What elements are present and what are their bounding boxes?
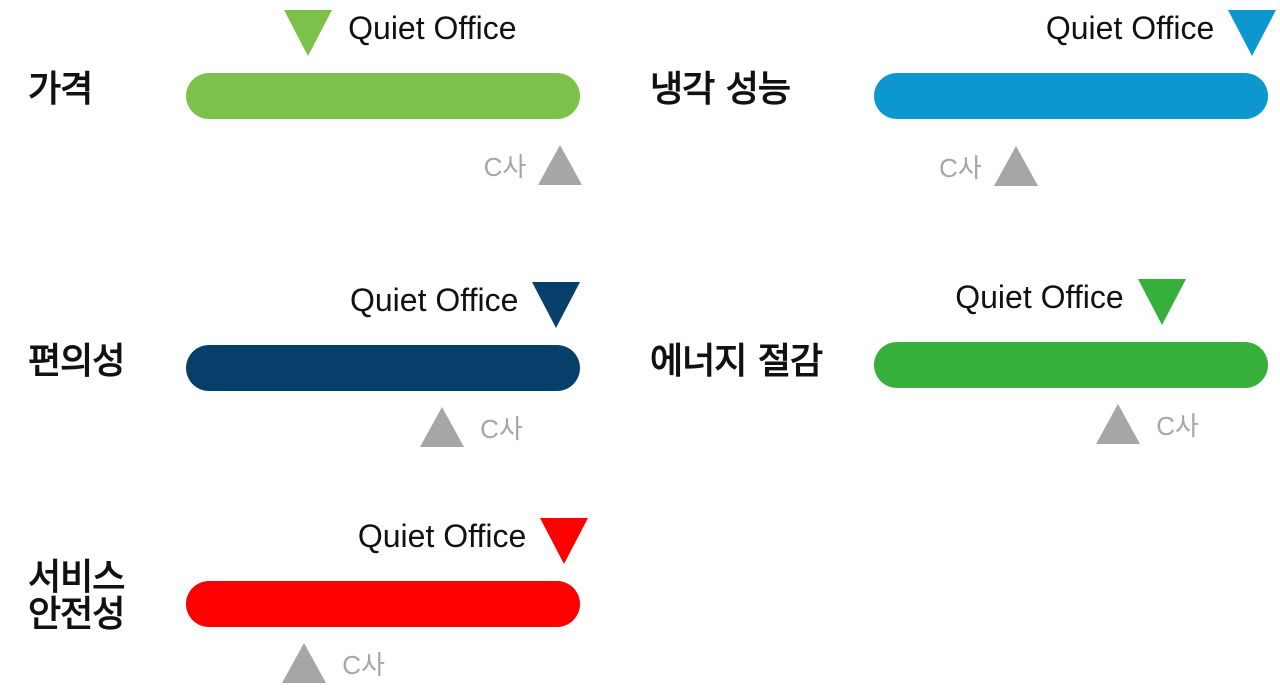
bar-service <box>186 581 580 627</box>
bar-price <box>186 73 580 119</box>
quiet-office-marker-service <box>540 518 589 564</box>
competitor-label-energy: C사 <box>1156 411 1199 441</box>
quiet-office-marker-convenience <box>532 282 581 328</box>
competitor-marker-convenience <box>420 407 465 447</box>
quiet-office-label-service: Quiet Office <box>357 518 527 554</box>
competitor-label-service: C사 <box>342 650 385 680</box>
bar-cooling <box>874 73 1268 119</box>
bar-energy <box>874 342 1268 388</box>
bar-convenience <box>186 345 580 391</box>
quiet-office-label-price: Quiet Office <box>348 10 517 46</box>
category-label-convenience: 편의성 <box>28 341 125 382</box>
competitor-marker-cooling <box>993 146 1038 186</box>
quiet-office-marker-price <box>284 10 333 56</box>
competitor-label-convenience: C사 <box>480 414 523 444</box>
category-label-energy: 에너지 절감 <box>650 341 823 382</box>
quiet-office-label-convenience: Quiet Office <box>349 282 519 318</box>
category-label-cooling: 냉각 성능 <box>650 69 791 110</box>
quiet-office-marker-cooling <box>1228 10 1277 56</box>
competitor-label-cooling: C사 <box>939 153 982 183</box>
quiet-office-marker-energy <box>1137 279 1186 325</box>
competitor-marker-energy <box>1096 404 1141 444</box>
competitor-label-price: C사 <box>483 152 527 182</box>
quiet-office-label-cooling: Quiet Office <box>1045 10 1215 46</box>
category-label-service: 서비스 안전성 <box>28 557 125 635</box>
competitor-marker-price <box>538 145 583 185</box>
competitor-marker-service <box>282 643 327 683</box>
quiet-office-label-energy: Quiet Office <box>955 279 1124 315</box>
category-label-price: 가격 <box>28 69 93 110</box>
